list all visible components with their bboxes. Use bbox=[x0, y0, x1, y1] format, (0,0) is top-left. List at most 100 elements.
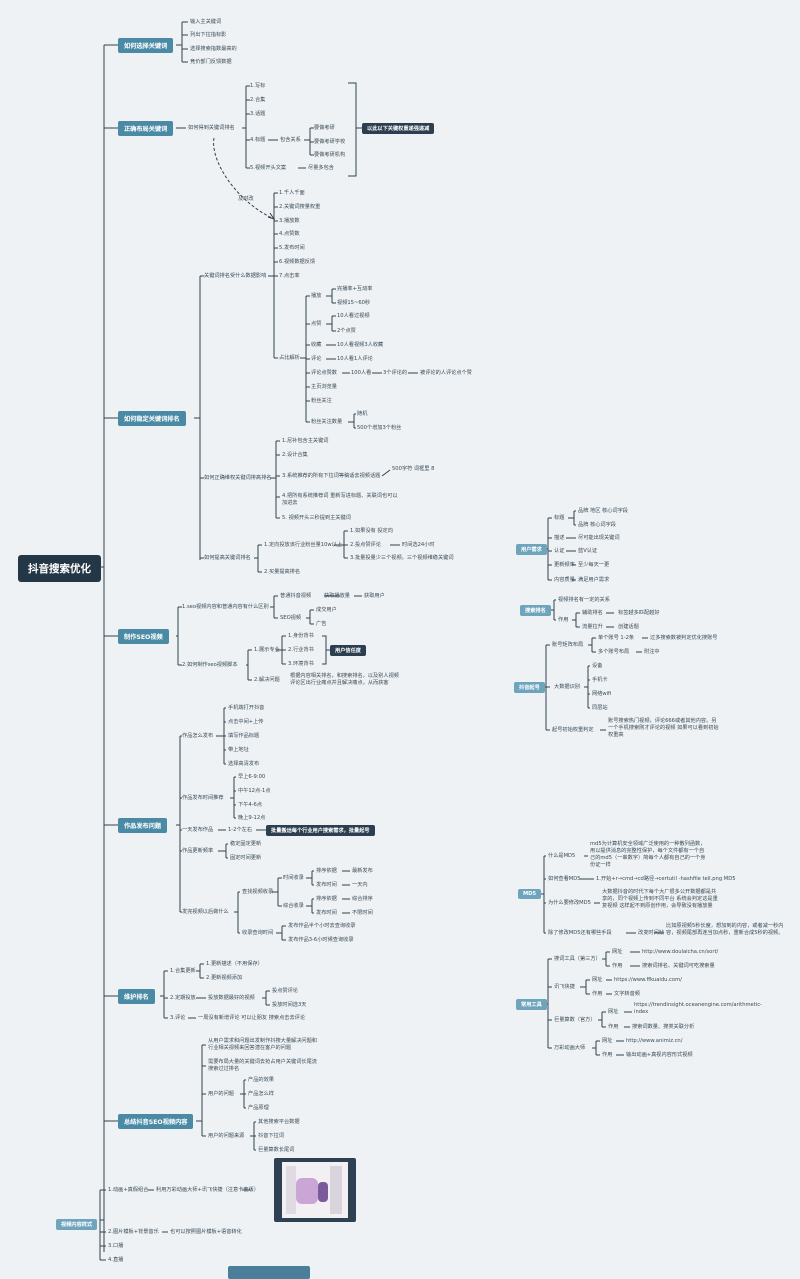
publish-update-item: 固定时间更新 bbox=[230, 855, 262, 861]
maintain-invest: 投放数据最好的视频 bbox=[208, 995, 255, 1001]
layout-try: 尽量多包含 bbox=[308, 165, 334, 171]
md5-other-note: 比如原视频5秒长度，想加到的内容，或者减一秒内容，视频尾部再连当加点秒，重新合成… bbox=[666, 923, 784, 936]
user-item: 描述 bbox=[554, 535, 565, 541]
collect-label: 收藏 bbox=[311, 342, 322, 348]
rank-effect-value: 标签越多匹配越好 bbox=[618, 610, 660, 616]
topic-user-needs[interactable]: 用户需求 bbox=[516, 544, 547, 555]
fans-count-label: 粉丝关注数量 bbox=[311, 419, 343, 425]
topic-video-forms[interactable]: 视频内容样式 bbox=[56, 1219, 98, 1230]
maintain-invest-item: 投点赞评论 bbox=[272, 988, 298, 994]
topic-account-start[interactable]: 抖音起号 bbox=[514, 682, 545, 693]
seo-pro-item: 2.行业背书 bbox=[288, 647, 314, 653]
tools-link[interactable]: http://www.animiz.cn/ bbox=[626, 1038, 683, 1044]
correct-label: 如何正确维权关键词排高排名 bbox=[204, 475, 272, 481]
md5-other-label: 改变时间帧 bbox=[638, 930, 664, 936]
account-weight: 起号初始权重判定 bbox=[552, 727, 594, 733]
publish-how-item: 填写作品标题 bbox=[228, 733, 260, 739]
md5-item: 什么是MD5 bbox=[548, 853, 576, 859]
tools-group: 万彩动画大师 bbox=[554, 1045, 586, 1051]
maintain-collect-item: 2.更新视频添加 bbox=[206, 975, 243, 981]
comment-count-label: 评论点赞数 bbox=[311, 370, 337, 376]
fans-item: 500个增加3个粉丝 bbox=[357, 425, 402, 431]
tools-link[interactable]: https://trendinsight.oceanengine.com/ari… bbox=[634, 1002, 762, 1015]
play-item: 完播率+互动率 bbox=[337, 286, 373, 292]
video-thumbnail-image bbox=[274, 1158, 356, 1222]
summary-need-item: 产品的效果 bbox=[248, 1077, 274, 1083]
connector-lines bbox=[92, 21, 664, 1261]
maintain-collect-item: 1.更新描述（不用保存） bbox=[206, 961, 263, 967]
summary-need: 用户的问题 bbox=[208, 1091, 234, 1097]
topic-keyword-layout[interactable]: 正确布局关键词 bbox=[118, 121, 174, 136]
user-item: 内容质量 bbox=[554, 577, 575, 583]
improve-label: 如何提高关键词排名 bbox=[204, 555, 251, 561]
sort-key: 排序依据 bbox=[316, 896, 337, 902]
improve-sub: 3.批量投量少三个视频，三个视频维稳关键词 bbox=[350, 555, 454, 561]
root-topic[interactable]: 抖音搜索优化 bbox=[18, 555, 101, 582]
correct-item: 1.尼补包含主关键词 bbox=[282, 438, 329, 444]
correct-item: 5. 视频开头三秒提到主关键词 bbox=[282, 515, 351, 521]
publish-check-item: 时间收录 bbox=[283, 875, 304, 881]
layout-contains: 包含关系 bbox=[280, 137, 301, 143]
rank-item: 视频排名有一定的关系 bbox=[558, 597, 610, 603]
tools-key: 作用 bbox=[602, 1052, 613, 1058]
layout-item: 4.标题 bbox=[250, 137, 266, 143]
publish-how-item: 带上地址 bbox=[228, 747, 249, 753]
topic-seo-video[interactable]: 制作SEO视频 bbox=[118, 629, 169, 644]
publish-update: 作品更新频率 bbox=[182, 848, 214, 854]
tools-group: 搜词工具（第三方） bbox=[554, 956, 601, 962]
play-item: 视频15~60秒 bbox=[337, 300, 371, 306]
topic-maintain-rank[interactable]: 维护排名 bbox=[118, 989, 155, 1004]
comment-count-note: 被评论的人评论点个赞 bbox=[420, 370, 472, 376]
user-item: 标题 bbox=[554, 515, 565, 521]
topic-stable-rank[interactable]: 如何稳定关键词排名 bbox=[118, 411, 186, 426]
tools-value: 搜索词数量、搜类关联分析 bbox=[632, 1024, 695, 1030]
correct-item: 2.设计合集 bbox=[282, 452, 308, 458]
layout-contains-item: 要做考研机构 bbox=[314, 152, 346, 158]
account-matrix: 账号矩阵布局 bbox=[552, 642, 584, 648]
publish-update-item: 稳定固定更新 bbox=[230, 841, 262, 847]
maintain-item: 2.定期投放 bbox=[170, 995, 196, 1001]
md5-why-note: 大数据抖音的时代下每个大厂很多公开数据都是共享的，同个视频上传到不同平台 系统会… bbox=[602, 889, 718, 909]
factor-item: 4.点赞数 bbox=[279, 231, 300, 237]
maintain-item: 1.合集更新 bbox=[170, 968, 196, 974]
factors-label: 关键词排名受什么数据影响 bbox=[204, 273, 267, 279]
publish-include-item: 发布作品3-6小时候查询收录 bbox=[288, 937, 354, 943]
topic-summary[interactable]: 总结抖音SEO视频内容 bbox=[118, 1114, 194, 1129]
topic-keyword-select[interactable]: 如何选择关键词 bbox=[118, 38, 174, 53]
layout-item: 2.合集 bbox=[250, 97, 266, 103]
maintain-item: 3.评论 bbox=[170, 1015, 186, 1021]
summary-need-item: 产品原理 bbox=[248, 1105, 269, 1111]
tools-key: 作用 bbox=[608, 1024, 619, 1030]
tools-link[interactable]: http://www.doulaicha.cn/sort/ bbox=[642, 949, 719, 955]
layout-dashed-label: 及时改 bbox=[238, 196, 254, 202]
topic-search-rank[interactable]: 搜索排名 bbox=[520, 605, 551, 616]
md5-view-note: 1.开始+r→cmd→cd路径→certutil -hashfile tell.… bbox=[596, 876, 736, 882]
md5-item: 除了修改MD5还有哪些手段 bbox=[548, 930, 612, 936]
correct-note: 500字符 词框里 8 bbox=[392, 466, 435, 472]
correct-item: 3.系统推荐的所有下拉词等稿适去视频话题 bbox=[282, 473, 381, 479]
rank-effect: 辅助排名 bbox=[582, 610, 603, 616]
forms-item: 1.动画+真假组合 bbox=[108, 1187, 149, 1193]
user-freq-value: 至少每天一更 bbox=[578, 562, 610, 568]
seo-pro-item: 1.身份背书 bbox=[288, 633, 314, 639]
seo-group1-a: 获取用户 bbox=[364, 593, 385, 599]
topic-publish[interactable]: 作品发布问题 bbox=[118, 818, 168, 833]
topic-md5[interactable]: MD5 bbox=[518, 889, 542, 899]
publish-daily: 一天发布作品 bbox=[182, 827, 214, 833]
topic-tools[interactable]: 常用工具 bbox=[516, 999, 547, 1010]
rank-effect: 流量拉升 bbox=[582, 624, 603, 630]
forms-item: 2.图片模板+背景音乐 bbox=[108, 1229, 159, 1235]
account-bigdata-item: 同层站 bbox=[592, 705, 608, 711]
improve-sub: 1.如果没有 投定向 bbox=[350, 528, 393, 534]
account-matrix-value: 过多搜索数被判定优化搜账号 bbox=[650, 635, 718, 641]
improve-item: 2.买量提高排名 bbox=[264, 569, 301, 575]
user-item: 更新频率 bbox=[554, 562, 575, 568]
sort-value: 综合排序 bbox=[352, 896, 373, 902]
publish-daily-callout: 批量搬运每个行业用户搜索需求，批量起号 bbox=[266, 825, 375, 836]
seo-group1-item: 普通抖音视频 bbox=[280, 593, 312, 599]
tools-link[interactable]: https://www.ffkuaidu.com/ bbox=[614, 977, 682, 983]
md5-item: 如何查看MD5 bbox=[548, 876, 581, 882]
layout-callout: 以此以下关键权重递强递减 bbox=[362, 123, 435, 134]
summary-source-item: 抖音下拉词 bbox=[258, 1133, 284, 1139]
publish-include: 收录查询时间 bbox=[242, 930, 274, 936]
